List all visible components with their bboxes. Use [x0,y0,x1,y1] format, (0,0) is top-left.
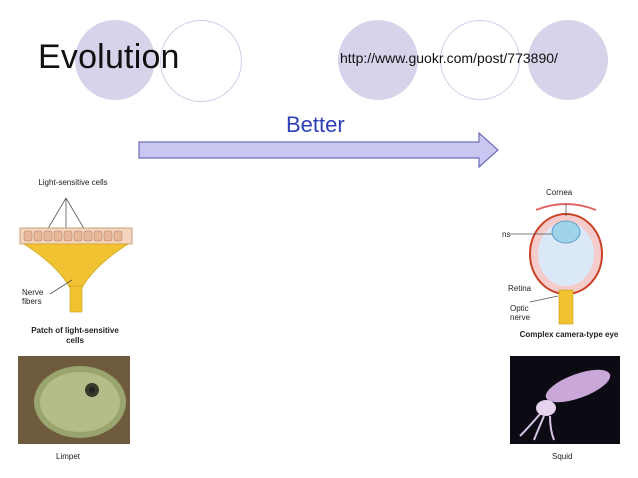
label-retina: Retina [508,284,531,293]
caption-patch: Patch of light-sensitive cells [30,326,120,345]
caption-limpet: Limpet [56,452,80,461]
label-cornea: Cornea [546,188,572,197]
caption-squid: Squid [552,452,572,461]
limpet-photo [18,356,130,444]
squid-photo [510,356,620,444]
source-url: http://www.guokr.com/post/773890/ [340,50,558,66]
label-light-sensitive-cells: Light-sensitive cells [38,178,108,187]
label-lens: ns [502,230,510,239]
progress-arrow [136,130,502,170]
caption-camera-eye: Complex camera-type eye [514,330,624,340]
slide-title: Evolution [38,38,180,77]
label-nerve-fibers: Nerve fibers [22,288,56,306]
label-optic-nerve: Optic nerve [510,304,540,322]
